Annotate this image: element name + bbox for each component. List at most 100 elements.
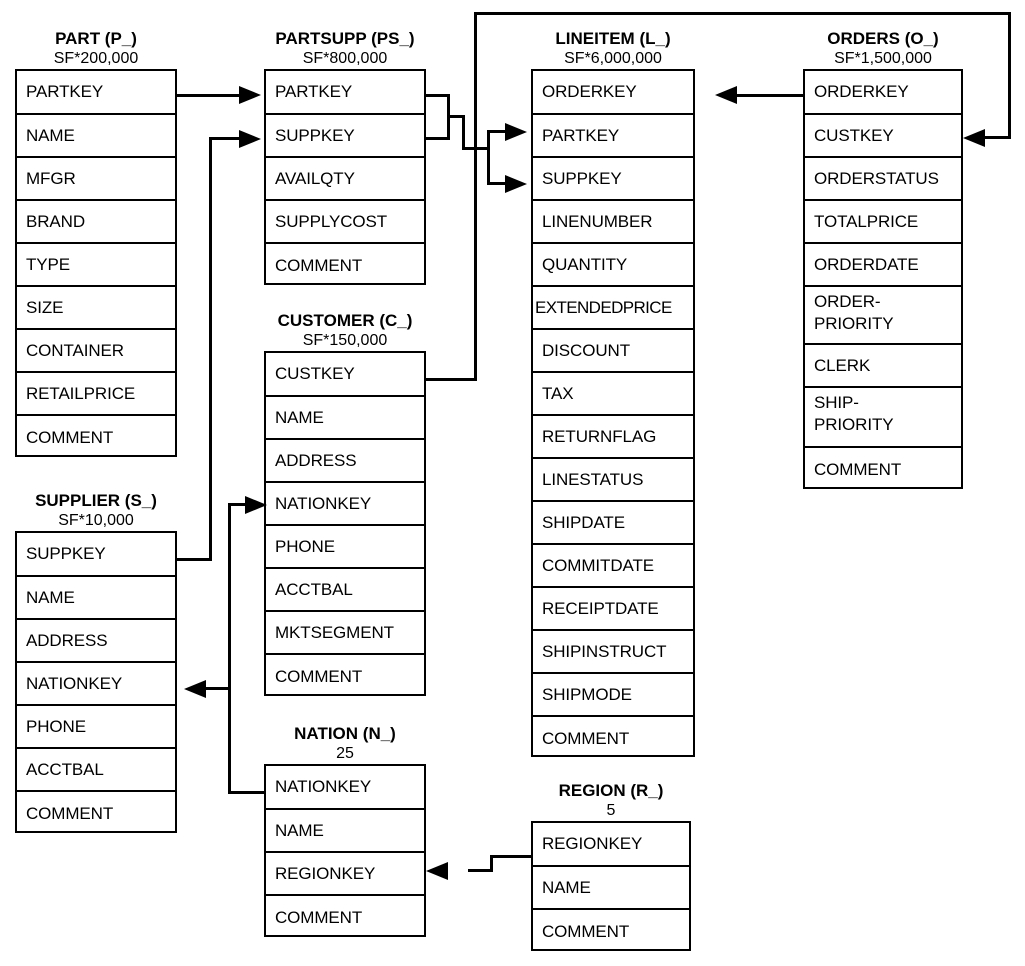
field-customer-nationkey: NATIONKEY (266, 483, 424, 526)
connector-region-to-nation-arrow (426, 862, 448, 880)
field-supplier-address: ADDRESS (17, 620, 175, 663)
table-supplier-cardinality: SF*10,000 (58, 512, 134, 529)
connector-customer-to-orders-seg5 (985, 136, 1011, 139)
connector-partsupp-partkey-stub (426, 94, 450, 97)
field-part-container: CONTAINER (17, 330, 175, 373)
field-customer-phone: PHONE (266, 526, 424, 569)
field-orders-orderdate: ORDERDATE (805, 244, 961, 287)
field-partsupp-partkey: PARTKEY (266, 71, 424, 115)
table-customer-title: CUSTOMER (C_) (277, 311, 413, 330)
connector-nation-trunk-vert (228, 503, 231, 794)
field-lineitem-suppkey: SUPPKEY (533, 158, 693, 201)
table-lineitem: LINEITEM (L_) SF*6,000,000 ORDERKEY PART… (531, 28, 695, 757)
field-customer-address: ADDRESS (266, 440, 424, 483)
connector-customer-to-orders-seg1 (426, 378, 477, 381)
field-lineitem-comment: COMMENT (542, 728, 630, 748)
table-partsupp-box: PARTKEY SUPPKEY AVAILQTY SUPPLYCOST COMM… (264, 69, 426, 285)
field-nation-comment: COMMENT (275, 907, 363, 927)
field-lineitem-shipinstruct: SHIPINSTRUCT (533, 631, 693, 674)
connector-region-to-nation-seg3 (468, 869, 493, 872)
table-partsupp: PARTSUPP (PS_) SF*800,000 PARTKEY SUPPKE… (264, 28, 426, 285)
table-orders-box: ORDERKEY CUSTKEY ORDERSTATUS TOTALPRICE … (803, 69, 963, 489)
table-partsupp-cardinality: SF*800,000 (302, 50, 388, 67)
table-lineitem-box: ORDERKEY PARTKEY SUPPKEY LINENUMBER QUAN… (531, 69, 695, 757)
table-region-title: REGION (R_) (558, 781, 664, 800)
field-lineitem-tax: TAX (533, 373, 693, 416)
field-part-size: SIZE (17, 287, 175, 330)
connector-partsupp-to-lineitem-suppkey-arrow (505, 175, 527, 193)
connector-orders-to-lineitem-arrow (715, 86, 737, 104)
connector-supplier-to-partsupp-seg1 (177, 558, 212, 561)
field-customer-comment: COMMENT (275, 666, 363, 686)
connector-orders-to-lineitem-line (737, 94, 803, 97)
table-nation-box: NATIONKEY NAME REGIONKEY COMMENT (264, 764, 426, 937)
connector-region-to-nation-seg2 (490, 855, 493, 872)
table-orders-title: ORDERS (O_) (827, 29, 939, 48)
field-customer-acctbal: ACCTBAL (266, 569, 424, 612)
connector-customer-to-orders-seg4 (1008, 12, 1011, 138)
field-orders-custkey: CUSTKEY (805, 115, 961, 158)
table-supplier-title: SUPPLIER (S_) (35, 491, 157, 510)
field-lineitem-linestatus: LINESTATUS (533, 459, 693, 502)
field-part-retailprice: RETAILPRICE (17, 373, 175, 416)
field-part-brand: BRAND (17, 201, 175, 244)
connector-partsupp-bracket-mid (447, 115, 465, 118)
connector-part-to-partsupp-line (177, 94, 239, 97)
field-supplier-comment: COMMENT (26, 803, 114, 823)
table-part-cardinality: SF*200,000 (53, 50, 139, 67)
connector-supplier-to-partsupp-seg3 (209, 137, 239, 140)
field-lineitem-partkey: PARTKEY (533, 115, 693, 158)
field-customer-custkey: CUSTKEY (266, 353, 424, 397)
field-partsupp-supplycost: SUPPLYCOST (266, 201, 424, 244)
field-orders-totalprice: TOTALPRICE (805, 201, 961, 244)
table-supplier-box: SUPPKEY NAME ADDRESS NATIONKEY PHONE ACC… (15, 531, 177, 833)
table-customer-cardinality: SF*150,000 (302, 332, 388, 349)
field-customer-mktsegment: MKTSEGMENT (266, 612, 424, 655)
field-orders-comment: COMMENT (814, 459, 902, 479)
field-part-name: NAME (17, 115, 175, 158)
connector-partsupp-split-vert (487, 130, 490, 185)
field-supplier-nationkey: NATIONKEY (17, 663, 175, 706)
connector-partsupp-split-bottom (487, 182, 507, 185)
field-region-regionkey: REGIONKEY (533, 823, 689, 867)
connector-partsupp-suppkey-stub (426, 137, 450, 140)
table-lineitem-cardinality: SF*6,000,000 (564, 50, 662, 67)
table-nation-cardinality: 25 (336, 745, 354, 762)
field-lineitem-shipmode: SHIPMODE (533, 674, 693, 717)
connector-customer-to-orders-seg2 (474, 12, 477, 381)
table-customer: CUSTOMER (C_) SF*150,000 CUSTKEY NAME AD… (264, 310, 426, 696)
field-orders-orderkey: ORDERKEY (805, 71, 961, 115)
field-lineitem-linenumber: LINENUMBER (533, 201, 693, 244)
field-nation-regionkey: REGIONKEY (266, 853, 424, 896)
field-part-partkey: PARTKEY (17, 71, 175, 115)
field-lineitem-commitdate: COMMITDATE (533, 545, 693, 588)
table-part: PART (P_) SF*200,000 PARTKEY NAME MFGR B… (15, 28, 177, 457)
field-supplier-name: NAME (17, 577, 175, 620)
table-lineitem-title: LINEITEM (L_) (555, 29, 671, 48)
table-region: REGION (R_) 5 REGIONKEY NAME COMMENT (531, 780, 691, 951)
field-lineitem-extendedprice: EXTENDEDPRICE (533, 287, 693, 330)
field-part-mfgr: MFGR (17, 158, 175, 201)
connector-region-to-nation-seg1 (490, 855, 531, 858)
field-supplier-acctbal: ACCTBAL (17, 749, 175, 792)
field-nation-name: NAME (266, 810, 424, 853)
field-partsupp-availqty: AVAILQTY (266, 158, 424, 201)
connector-partsupp-merge-vert (462, 115, 465, 150)
field-partsupp-comment: COMMENT (275, 255, 363, 275)
table-nation-title: NATION (N_) (294, 724, 396, 743)
table-customer-box: CUSTKEY NAME ADDRESS NATIONKEY PHONE ACC… (264, 351, 426, 696)
connector-customer-to-orders-arrow (963, 129, 985, 147)
field-lineitem-orderkey: ORDERKEY (533, 71, 693, 115)
table-region-cardinality: 5 (606, 802, 616, 819)
field-customer-name: NAME (266, 397, 424, 440)
table-part-box: PARTKEY NAME MFGR BRAND TYPE SIZE CONTAI… (15, 69, 177, 457)
field-orders-orderpriority: ORDER- PRIORITY (805, 287, 961, 345)
connector-nation-to-customer-arrow (245, 496, 267, 514)
table-supplier: SUPPLIER (S_) SF*10,000 SUPPKEY NAME ADD… (15, 490, 177, 833)
field-part-comment: COMMENT (26, 427, 114, 447)
field-orders-orderstatus: ORDERSTATUS (805, 158, 961, 201)
connector-nation-to-supplier-arrow (184, 680, 206, 698)
connector-partsupp-to-lineitem-partkey-arrow (505, 123, 527, 141)
table-orders-cardinality: SF*1,500,000 (834, 50, 932, 67)
connector-supplier-to-partsupp-arrow (239, 130, 261, 148)
